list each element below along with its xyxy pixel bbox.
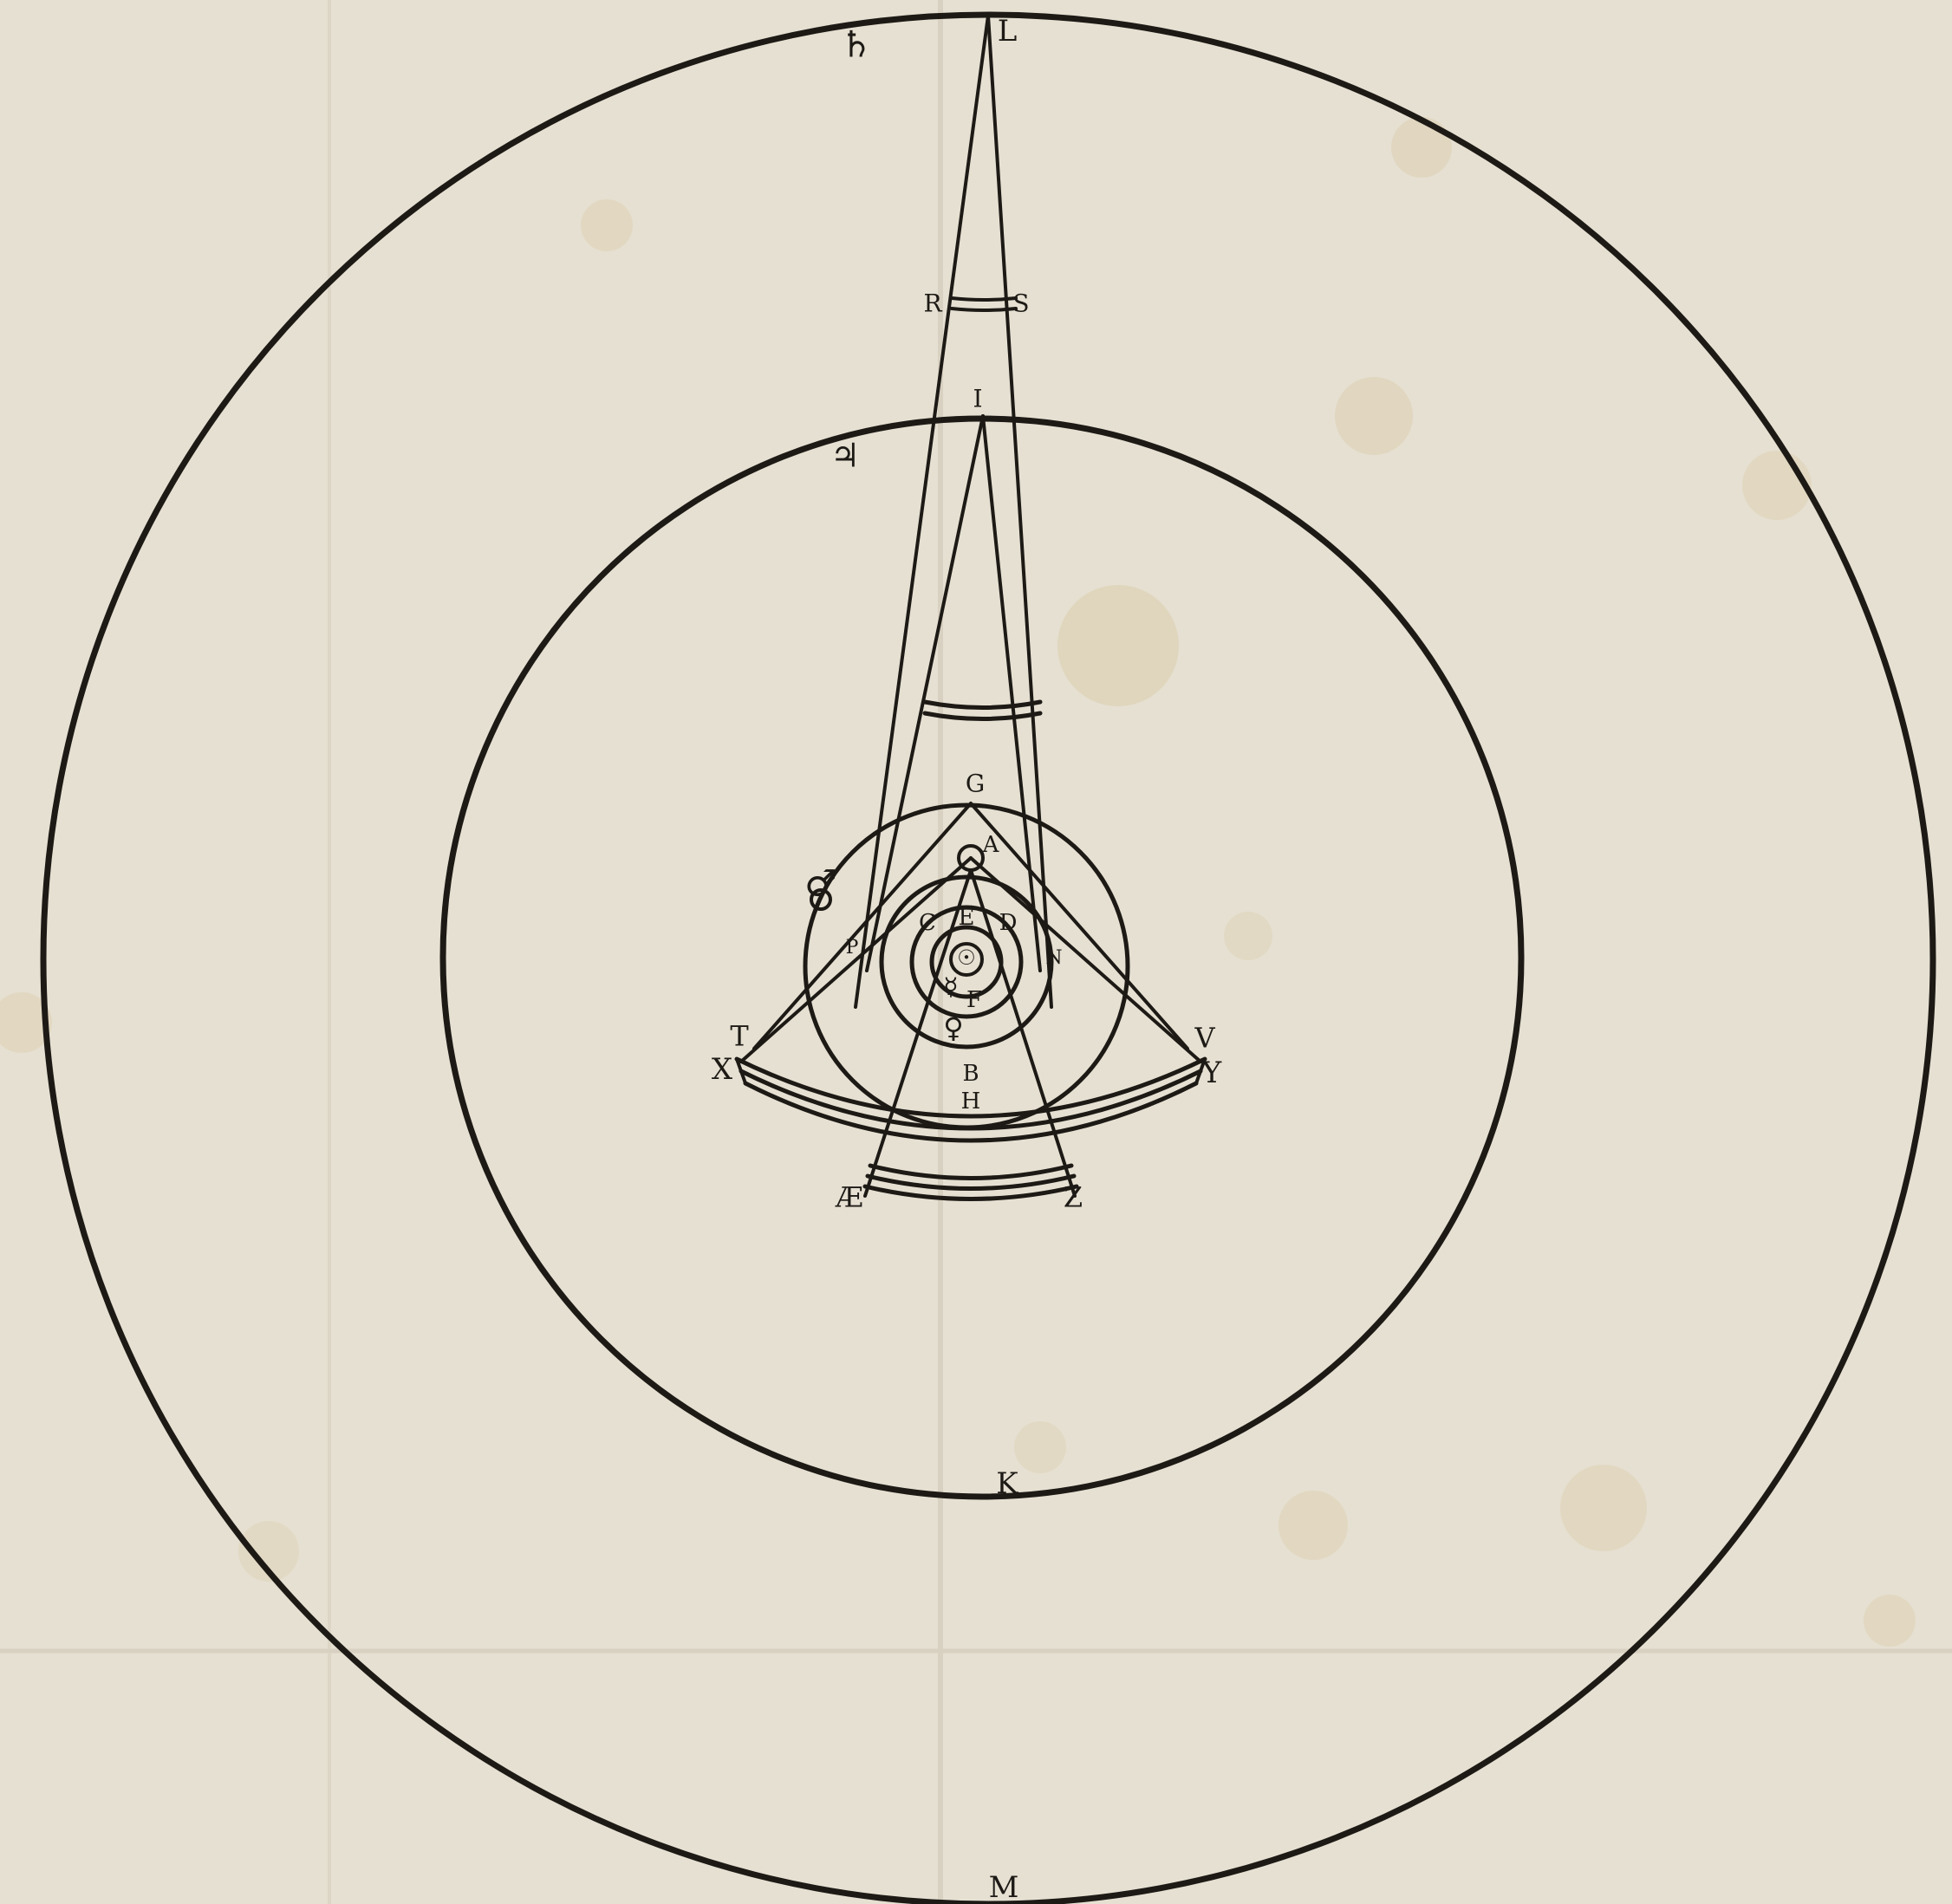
label-D: D xyxy=(999,910,1018,936)
label-S: S xyxy=(1012,289,1029,318)
label-N: N xyxy=(1045,947,1062,969)
label-E: E xyxy=(959,905,975,931)
label-V: V xyxy=(1194,1022,1215,1055)
mercury-symbol-label: ☿ xyxy=(943,972,958,1001)
label-Y: Y xyxy=(1201,1056,1222,1090)
label-R: R xyxy=(923,289,942,318)
foxing-stain xyxy=(1560,1465,1647,1551)
venus-symbol-label: ♀ xyxy=(943,1011,963,1044)
label-I: I xyxy=(973,385,982,413)
label-AE: Æ xyxy=(835,1181,863,1214)
foxing-stain xyxy=(1279,1491,1348,1560)
label-X: X xyxy=(712,1052,733,1087)
foxing-stain xyxy=(1224,912,1272,960)
sun-symbol-label: ☉ xyxy=(957,946,976,970)
label-F: F xyxy=(966,987,982,1013)
label-M: M xyxy=(989,1870,1019,1904)
label-K: K xyxy=(996,1466,1018,1501)
label-C: C xyxy=(919,910,936,936)
label-Z: Z xyxy=(1064,1181,1083,1214)
foxing-stain xyxy=(1014,1421,1066,1473)
foxing-stain xyxy=(1335,377,1413,455)
label-G: G xyxy=(966,770,985,798)
foxing-stain xyxy=(1864,1595,1916,1647)
label-H: H xyxy=(961,1088,981,1114)
label-L: L xyxy=(998,14,1018,49)
label-T: T xyxy=(730,1020,749,1053)
jupiter-symbol-label: ♃ xyxy=(830,437,860,475)
mars-symbol-label: ♂ xyxy=(804,862,837,905)
foxing-stain xyxy=(1742,451,1812,520)
foxing-stain xyxy=(1057,585,1179,706)
arc-RS-inner xyxy=(952,309,1016,310)
label-B: B xyxy=(962,1061,979,1087)
foxing-stain xyxy=(1391,117,1452,178)
label-P: P xyxy=(846,937,859,958)
label-A: A xyxy=(982,832,1000,858)
foxing-stain xyxy=(581,199,633,251)
arc-RS xyxy=(952,298,1016,300)
saturn-symbol-label: ♄ xyxy=(840,23,873,66)
